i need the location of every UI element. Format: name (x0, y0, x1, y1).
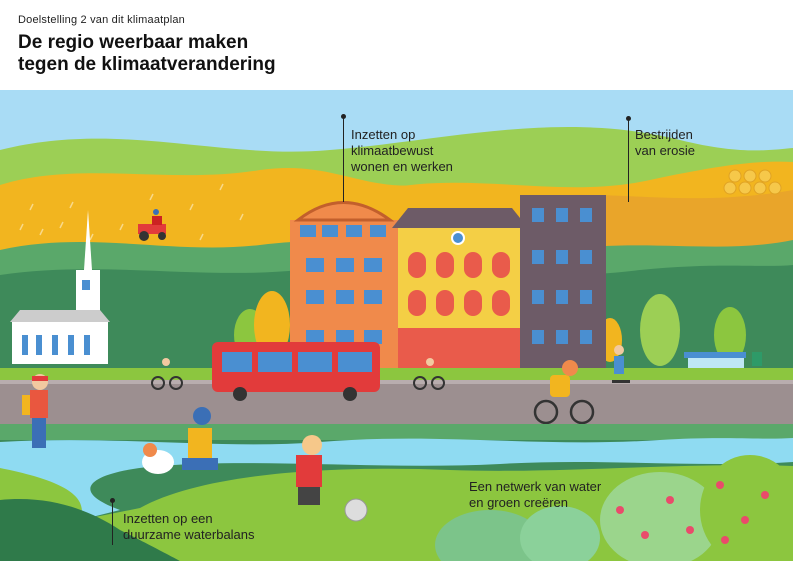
label-water-network: Een netwerk van water en groen creëren (469, 479, 602, 510)
berries (616, 481, 769, 544)
label-living: Inzetten op klimaatbewust wonen en werke… (351, 127, 453, 174)
pin-living (341, 114, 346, 202)
title-line-1: De regio weerbaar maken (18, 32, 249, 53)
skateboarder (612, 345, 630, 383)
pin-water-balance (110, 498, 115, 545)
wheat-marks (19, 183, 244, 241)
bush-2 (520, 506, 600, 561)
label-water-balance: Inzetten op een duurzame waterbalans (123, 511, 255, 542)
building-yellow (392, 208, 528, 370)
runner (296, 435, 322, 505)
upper-grass (0, 368, 793, 380)
road-edge (0, 380, 793, 384)
hay-bales (723, 169, 782, 195)
kicker-text: Doelstelling 2 van dit klimaatplan (18, 14, 185, 26)
bush-3 (600, 472, 720, 561)
title-line-2: tegen de klimaatverandering (18, 54, 276, 75)
pin-erosion (626, 116, 631, 202)
bush-1 (435, 510, 545, 561)
bush-4 (700, 455, 793, 561)
cyclist-large (533, 360, 595, 425)
building-purple (520, 195, 606, 370)
tractor (138, 209, 166, 241)
pin-dot (110, 498, 115, 503)
cyclist-small-mid (413, 358, 445, 390)
pin-dot (626, 116, 631, 121)
header: Doelstelling 2 van dit klimaatplan De re… (18, 14, 276, 76)
foreground-dark-bank (0, 499, 180, 561)
person-with-dog (142, 407, 218, 474)
road (0, 380, 793, 424)
page-title: De regio weerbaar maken tegen de klimaat… (18, 32, 276, 76)
lower-grass-band (0, 424, 793, 440)
cyclist-small-left (151, 358, 183, 390)
label-erosion: Bestrijden van erosie (635, 127, 695, 158)
climate-illustration (0, 90, 793, 561)
bus (212, 342, 380, 401)
pin-dot (341, 114, 346, 119)
ball (344, 498, 368, 522)
hiker (22, 374, 48, 448)
church (10, 210, 110, 364)
